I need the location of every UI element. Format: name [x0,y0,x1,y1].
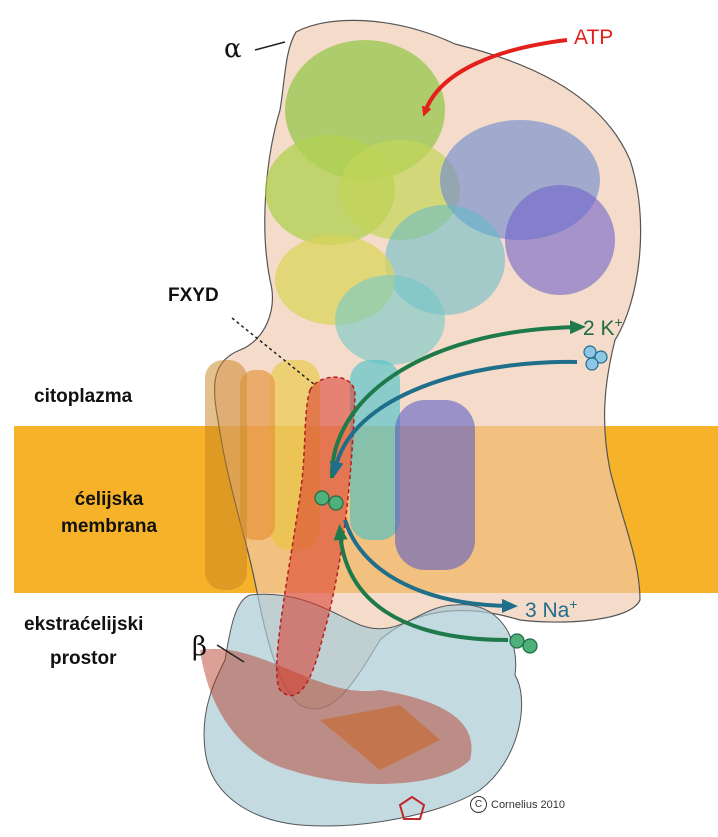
sodium-label-text: 3 Na [525,599,569,622]
copyright-notice: C Cornelius 2010 [470,796,565,813]
membrane-label-line2: membrana [61,513,157,540]
alpha-leader-line [255,42,285,50]
atp-label: ATP [574,26,613,50]
potassium-charge: + [615,314,623,330]
membrane-label-line1: ćelijska [75,486,144,513]
sodium-charge: + [569,596,577,612]
potassium-label: 2 K+ [583,314,623,341]
copyright-text: Cornelius 2010 [491,799,565,811]
sodium-label: 3 Na+ [525,596,578,623]
beta-label: β [192,632,207,662]
cell-membrane-label: ćelijska membrana [26,472,192,554]
cytoplasm-label: citoplazma [34,386,132,408]
copyright-icon: C [470,796,487,813]
potassium-label-text: 2 K [583,317,615,340]
extracellular-label-line1: ekstraćelijski [24,614,143,636]
extracellular-label-line2: prostor [50,648,117,670]
fxyd-label: FXYD [168,285,219,307]
alpha-label: α [224,34,242,64]
